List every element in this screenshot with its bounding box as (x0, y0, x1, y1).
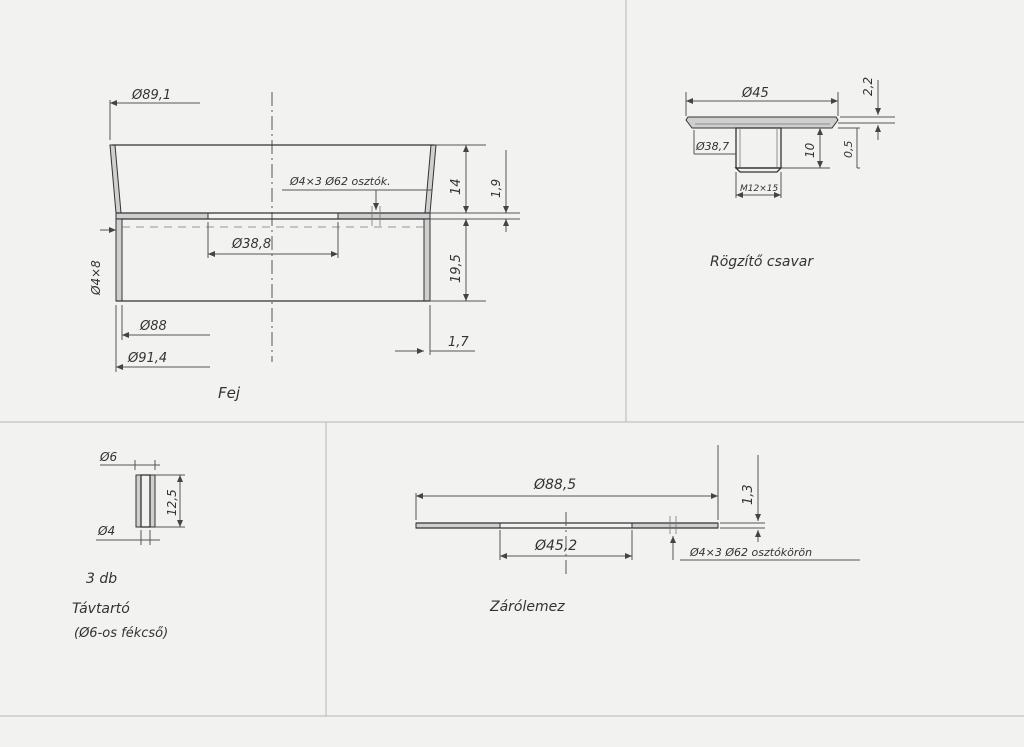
fej-dim-t-17: 1,7 (448, 335, 469, 350)
zarolemez-dim-t-13: 1,3 (741, 484, 756, 505)
rogzito-title: Rögzítő csavar (710, 254, 814, 270)
tavtarto-dim-d-6: Ø6 (99, 450, 117, 464)
fej-view: Ø89,1 Ø4×3 Ø62 osztók. Ø38,8 Ø4×8 Ø88 Ø9… (89, 88, 520, 402)
tavtarto-count: 3 db (86, 571, 117, 587)
rogzito-dim-d-387: Ø38,7 (695, 140, 729, 153)
tavtarto-view: Ø6 Ø4 12,5 3 db Távtartó (Ø6-os fékcső) (72, 450, 185, 641)
fej-dim-d-inner: Ø38,8 (231, 237, 271, 252)
rogzito-head (685, 116, 839, 129)
zarolemez-dim-d-452: Ø45,2 (534, 538, 577, 554)
fej-dim-d-88: Ø88 (139, 319, 167, 334)
fej-dim-h-19: 1,9 (489, 179, 503, 198)
sheet-frame (0, 0, 1024, 717)
fej-upper-wall-left (109, 144, 122, 214)
zarolemez-title: Zárólemez (489, 599, 565, 615)
zarolemez-view: Ø88,5 Ø45,2 Ø4×3 Ø62 osztókörön 1,3 Záró… (415, 445, 860, 615)
tavtarto-subtitle: (Ø6-os fékcső) (74, 626, 168, 641)
rogzito-dim-d-45: Ø45 (741, 86, 769, 101)
fej-title: Fej (218, 384, 241, 402)
rogzito-view: Ø45 Ø38,7 M12×15 2,2 0,5 10 Rögzítő csav… (685, 77, 895, 270)
zarolemez-dim-d-885: Ø88,5 (533, 477, 576, 493)
fej-dim-h-195: 19,5 (449, 254, 464, 283)
fej-dim-d-914: Ø91,4 (127, 351, 167, 366)
rogzito-shank (735, 127, 782, 169)
fej-upper-wall-right (424, 144, 437, 214)
zarolemez-dim-holes: Ø4×3 Ø62 osztókörön (689, 546, 812, 559)
rogzito-dim-h-05: 0,5 (842, 141, 855, 159)
tavtarto-dim-h-125: 12,5 (165, 489, 179, 516)
rogzito-dim-thread: M12×15 (740, 184, 778, 194)
rogzito-dim-h-22: 2,2 (861, 77, 875, 96)
rogzito-dim-h-10: 10 (803, 142, 817, 158)
fej-lower-wall-left (115, 218, 123, 302)
fej-dim-d-top: Ø89,1 (131, 88, 171, 103)
fej-dim-h-14: 14 (449, 178, 464, 195)
tavtarto-title: Távtartó (72, 601, 130, 617)
tavtarto-dim-d-4: Ø4 (97, 524, 115, 538)
fej-dim-holes: Ø4×3 Ø62 osztók. (289, 175, 391, 188)
fej-dim-side-holes: Ø4×8 (89, 260, 103, 296)
fej-lower-wall-right (423, 218, 431, 302)
